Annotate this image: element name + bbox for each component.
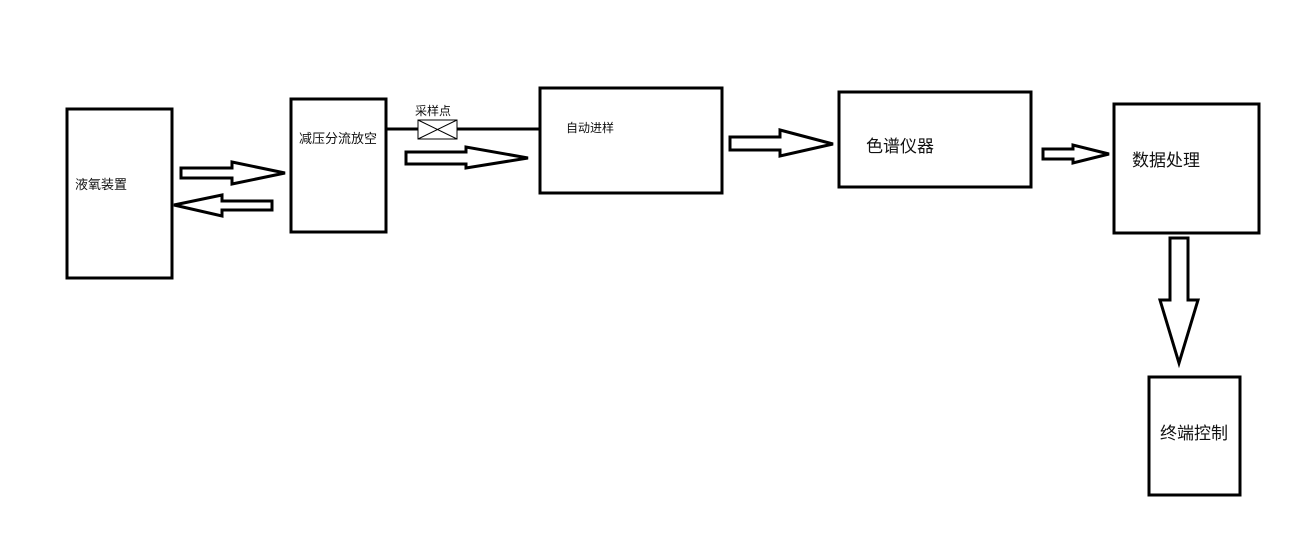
node-box (538, 86, 724, 195)
node-box (289, 97, 388, 234)
node-label: 液氧装置 (75, 178, 127, 193)
node-data-processing: 数据处理 (1112, 102, 1261, 235)
arrow-decompression-to-auto-sampling (404, 145, 529, 170)
arrow-decompression-to-liquid-oxygen (173, 193, 274, 218)
node-box (837, 90, 1033, 189)
node-label: 自动进样 (566, 120, 614, 135)
node-label: 数据处理 (1132, 151, 1200, 171)
node-box (1112, 102, 1261, 235)
sample-point-label: 采样点 (415, 103, 451, 118)
node-auto-sampling: 自动进样 (538, 86, 724, 195)
node-box (1147, 375, 1242, 497)
node-liquid-oxygen: 液氧装置 (65, 107, 174, 280)
arrow-auto-sampling-to-chromatograph (728, 128, 834, 158)
node-chromatograph: 色谱仪器 (837, 90, 1033, 189)
node-label: 减压分流放空 (299, 132, 377, 147)
valve-x-icon (417, 119, 458, 140)
arrow-data-processing-to-terminal-control (1157, 236, 1201, 369)
node-decompression: 减压分流放空 (289, 97, 388, 234)
node-box (65, 107, 174, 280)
node-label: 色谱仪器 (866, 137, 934, 157)
node-terminal-control: 终端控制 (1147, 375, 1242, 497)
arrow-chromatograph-to-data-processing (1041, 143, 1110, 165)
arrow-liquid-oxygen-to-decompression (179, 160, 286, 186)
sample-line: 采样点 (386, 103, 540, 140)
node-label: 终端控制 (1160, 424, 1228, 444)
